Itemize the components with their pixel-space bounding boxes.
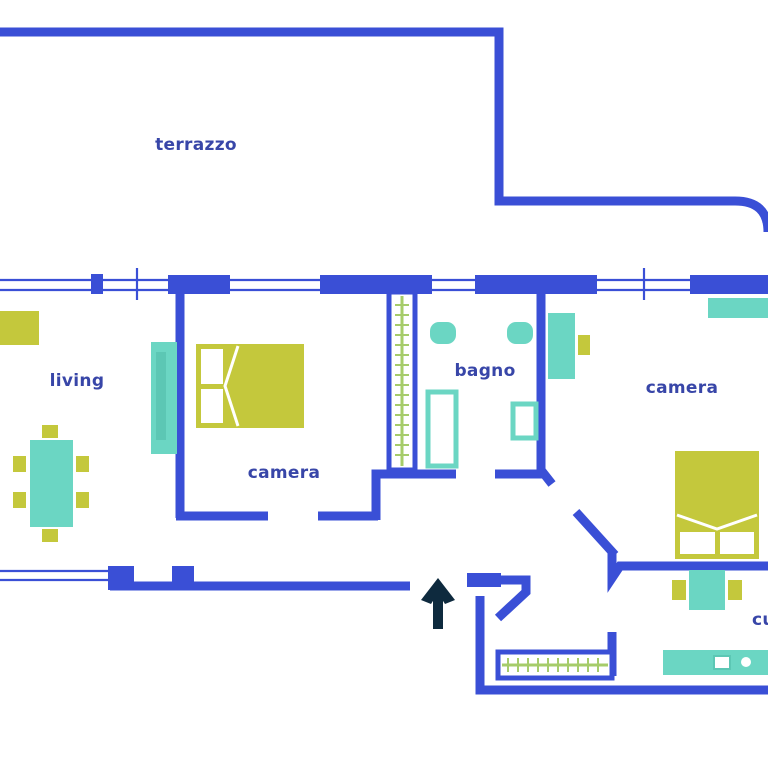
kitchen-furniture — [663, 570, 768, 675]
chair — [76, 456, 89, 472]
bed-cover-fold — [223, 345, 240, 427]
room-label-camera-2: camera — [646, 378, 718, 398]
bidet — [507, 322, 533, 344]
corridor-diagonal-2 — [572, 508, 619, 559]
closet-step-wall — [371, 469, 456, 520]
room-label-cucina: cu — [752, 610, 768, 630]
room-label-bagno: bagno — [454, 361, 515, 381]
chair — [42, 529, 58, 542]
wall-block — [172, 566, 194, 586]
wall-block — [108, 566, 134, 590]
closet-hatch — [395, 304, 409, 456]
arrow-up-shaft — [433, 592, 443, 629]
wall-block — [475, 275, 597, 294]
pillow — [680, 532, 715, 554]
kitchen-sink — [713, 655, 731, 670]
living-furniture — [0, 311, 177, 542]
sideboard — [0, 311, 39, 345]
corridor-diagonal-1 — [537, 467, 556, 487]
terrace-wall — [0, 27, 768, 233]
dining-table — [30, 440, 73, 527]
chair — [728, 580, 742, 600]
sink — [510, 401, 539, 441]
room-label-terrazzo: terrazzo — [155, 135, 237, 155]
double-bed-2 — [675, 451, 759, 559]
chair — [13, 492, 26, 508]
closet-vertical — [386, 289, 418, 473]
wall-block — [690, 275, 768, 294]
toilet — [430, 322, 456, 344]
bathroom-fixtures — [425, 322, 539, 469]
pillow — [201, 349, 223, 384]
bed-cover-fold — [676, 513, 758, 531]
stove-burner — [741, 657, 751, 667]
entrance-arrow — [421, 578, 455, 629]
wall-block — [320, 275, 432, 294]
pillow — [720, 532, 754, 554]
arrow-up-head — [421, 578, 455, 604]
pillow — [201, 389, 223, 423]
closet-horizontal — [495, 649, 615, 681]
windows — [0, 268, 690, 582]
desk — [548, 313, 575, 379]
wardrobe — [708, 298, 768, 318]
room-labels: terrazzo living camera bagno camera cu — [50, 135, 768, 630]
double-bed-1 — [196, 344, 304, 428]
desk-chair — [578, 335, 590, 355]
wall-block — [168, 275, 230, 294]
kitchen-top-wall — [607, 550, 768, 593]
closet-hatch — [507, 658, 599, 672]
wall-block — [467, 573, 501, 587]
chair — [76, 492, 89, 508]
shower-tray — [425, 389, 459, 469]
tv-stand — [156, 352, 166, 440]
wall-blocks — [91, 274, 768, 590]
storage-outline-wall — [475, 596, 768, 695]
chair — [13, 456, 26, 472]
kitchen-table — [689, 570, 725, 610]
chair — [672, 580, 686, 600]
room-label-living: living — [50, 371, 105, 391]
chair — [42, 425, 58, 438]
room-label-camera-1: camera — [248, 463, 320, 483]
bedroom2-furniture — [548, 298, 768, 379]
walls — [0, 27, 768, 695]
